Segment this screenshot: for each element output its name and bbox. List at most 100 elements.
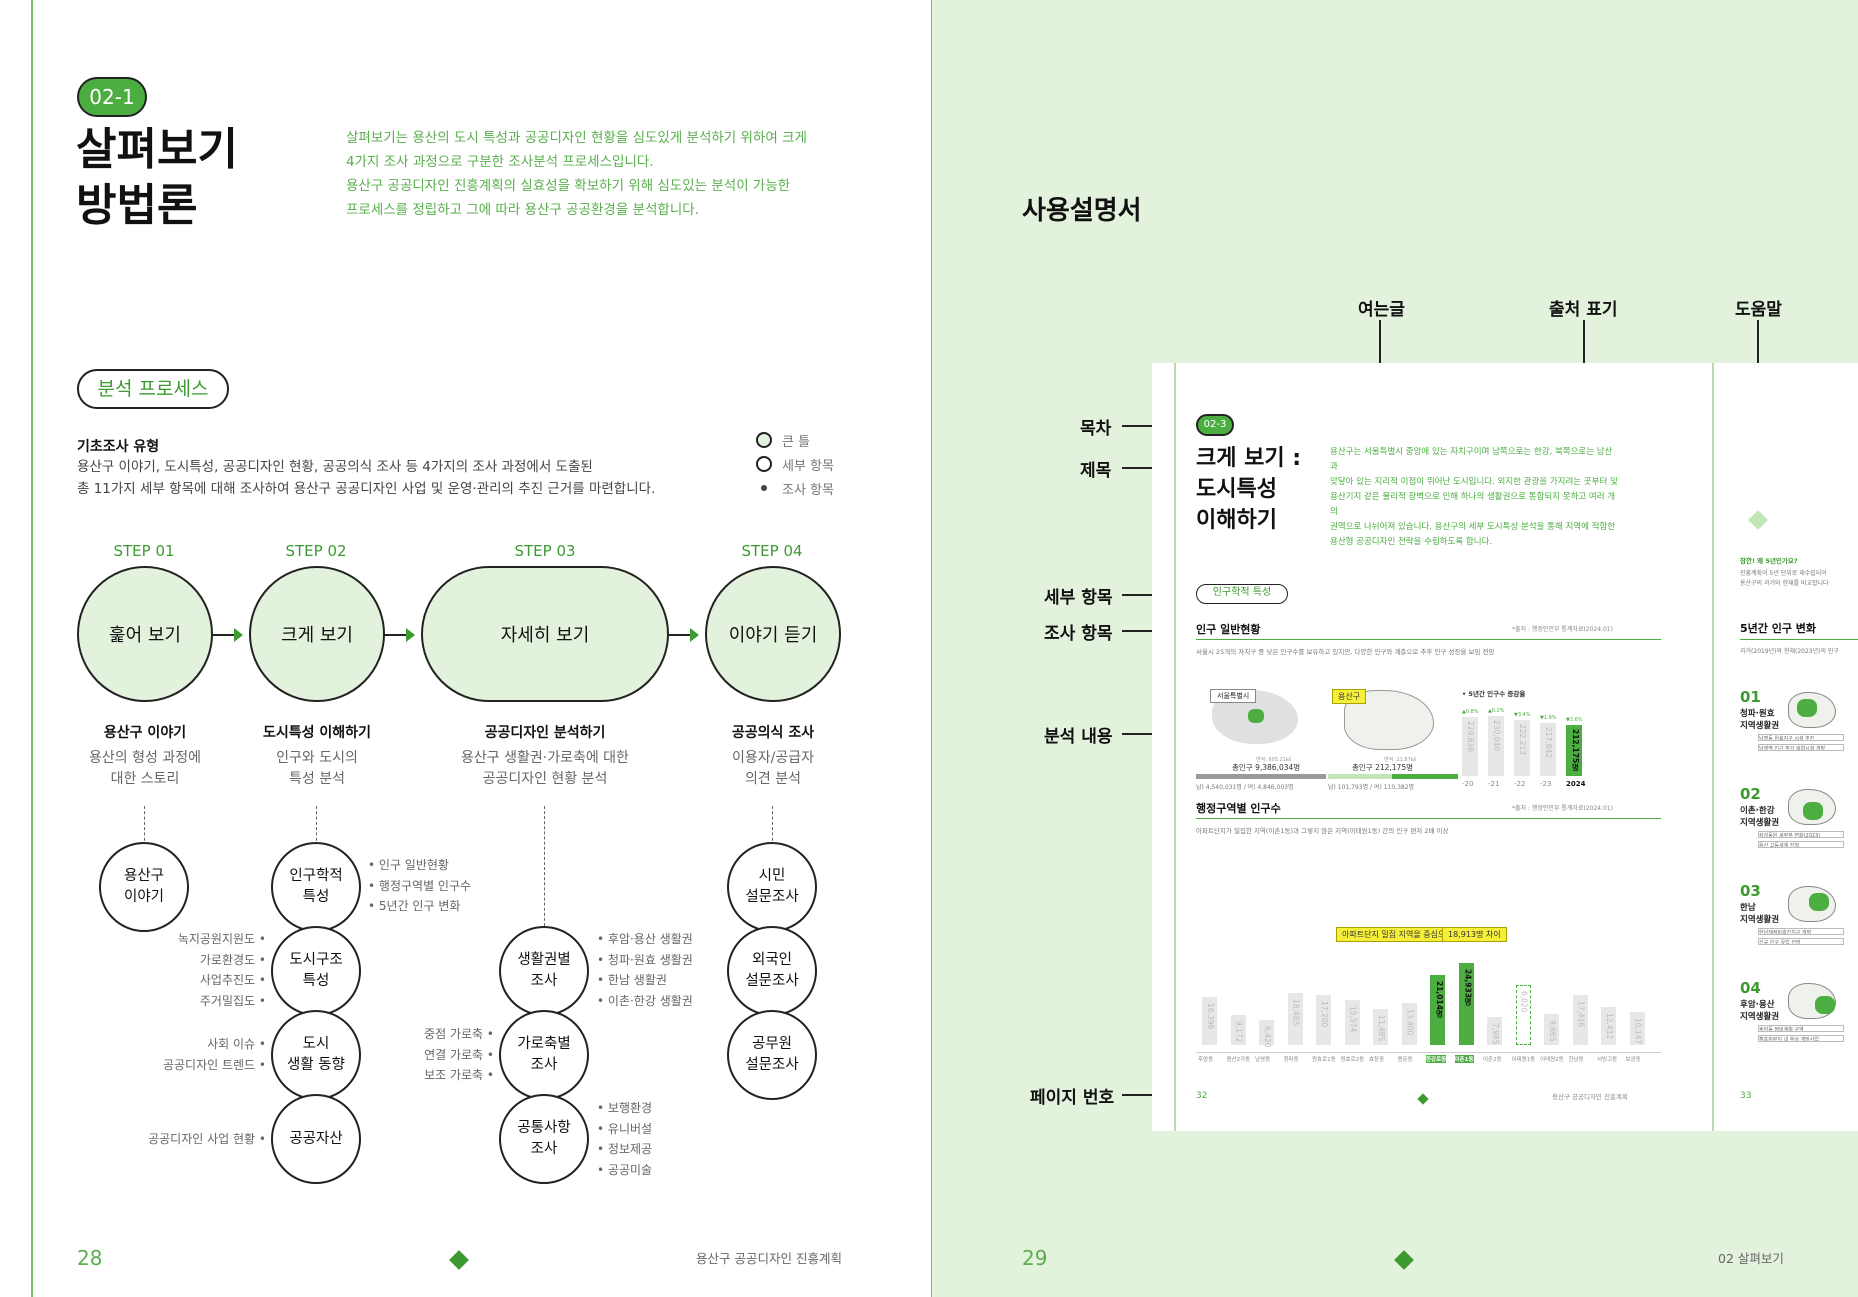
district-name: 이촌1동 — [1454, 1055, 1474, 1063]
legend: 큰 틀 세부 항목 조사 항목 — [756, 428, 834, 500]
basic-survey-title: 기초조사 유형 — [77, 439, 160, 455]
basic-survey-desc-1: 용산구 이야기, 도시특성, 공공디자인 현황, 공공의식 조사 등 4가지의 … — [77, 459, 593, 475]
label-opening: 여는글 — [1358, 300, 1405, 320]
district-bar — [1487, 1017, 1502, 1045]
next-row-note: 후암동 정비계획 구역 — [1758, 1025, 1844, 1032]
district-value: 6,020 — [1519, 991, 1529, 1013]
district-value: 7,985 — [1491, 1023, 1500, 1045]
district-bar — [1401, 1003, 1417, 1045]
trend-pct: ▲0.8% — [1462, 709, 1479, 716]
left-page: 02-1 살펴보기 방법론 살펴보기는 용산의 도시 특성과 공공디자인 현황을… — [31, 0, 842, 1297]
trend-title: • 5년간 인구수 증감율 — [1462, 690, 1526, 698]
district-bar — [1287, 993, 1303, 1045]
next-row-map — [1788, 789, 1836, 825]
label-help: 도움말 — [1735, 300, 1782, 320]
district-value: 16,396 — [1206, 1003, 1215, 1030]
dashed-connector — [144, 806, 145, 846]
label-title: 제목 — [1080, 461, 1112, 481]
help-diamond-icon — [1748, 510, 1768, 530]
district-value: 15,574 — [1348, 1006, 1358, 1033]
next-row-map-highlight — [1797, 699, 1817, 717]
district-value: 12,412 — [1605, 1013, 1614, 1040]
label-analysis: 분석 내용 — [1044, 727, 1113, 747]
district-bar — [1430, 975, 1445, 1045]
next-row-number: 04 — [1740, 979, 1761, 997]
node-public-asset: 공공자산 — [271, 1094, 361, 1184]
district-value: 11,485 — [1377, 1015, 1386, 1042]
next-row-map-highlight — [1803, 802, 1823, 820]
legend-item-icon — [761, 485, 767, 491]
card-sec1-title: 인구 일반현황 — [1196, 623, 1261, 636]
step-1-circle: 훑어 보기 — [77, 566, 213, 702]
next-row-note: 캠프킴부지 내 주상 개발사업 — [1758, 1035, 1844, 1042]
district-value: 9,172 — [1234, 1021, 1244, 1043]
next-row-map — [1788, 983, 1836, 1019]
next-row-note: 용산 고등세계 진척 — [1758, 841, 1844, 848]
trend-year: -23 — [1540, 780, 1552, 788]
page-number-right: 29 — [1022, 1246, 1048, 1270]
trend-bar — [1540, 722, 1556, 776]
step-2-summary: 도시특성 이해하기 인구와 도시의 특성 분석 — [263, 725, 371, 787]
label-page-number: 페이지 번호 — [1030, 1088, 1115, 1108]
district-value: 21,014명 — [1435, 981, 1444, 1018]
label-subitem: 세부 항목 — [1044, 588, 1113, 608]
district-value: 18,483 — [1291, 999, 1301, 1026]
legend-big-icon — [756, 432, 772, 448]
step-label-1: STEP 01 — [113, 542, 175, 560]
trend-value: 229,636 — [1466, 721, 1475, 753]
card-page-number: 32 — [1196, 1091, 1208, 1101]
trend-year: -22 — [1514, 780, 1526, 788]
district-bar — [1373, 1009, 1388, 1045]
items-urban-structure: 녹지공원지원도 • 가로환경도 • 사업추진도 • 주거밀집도 • — [177, 932, 266, 1008]
diamond-icon — [1394, 1250, 1414, 1270]
district-value: 10,147 — [1633, 1018, 1643, 1045]
next-row-note: 남영역 인근 주거 복합시설 개발 — [1758, 744, 1844, 751]
trend-year: -20 — [1462, 780, 1474, 788]
items-street-axis: 중점 가로축 • 연결 가로축 • 보조 가로축 • — [424, 1027, 494, 1082]
card-title: 크게 보기 : 도시특성 이해하기 — [1196, 446, 1302, 533]
district-bar — [1572, 995, 1588, 1045]
district-name: 후암동 — [1198, 1057, 1214, 1063]
district-name: 한강로동 — [1426, 1055, 1447, 1063]
district-value: 24,933명 — [1463, 969, 1473, 1006]
district-bar — [1316, 995, 1331, 1045]
items-living-zone: • 후암·용산 생활권 • 청파·원효 생활권 • 한남 생활권 • 이촌·한강… — [597, 932, 693, 1008]
items-public-asset: 공공디자인 사업 현황 • — [148, 1132, 266, 1146]
step-label-3: STEP 03 — [514, 542, 576, 560]
district-name: 원효로1동 — [1312, 1057, 1336, 1063]
card-sec1-source: *출처 : 행정안전부 통계자료(2024.01) — [1512, 626, 1613, 633]
district-name: 이촌2동 — [1483, 1057, 1502, 1063]
page-margin-line — [31, 0, 33, 1297]
next-row-number: 01 — [1740, 688, 1761, 706]
seoul-tag: 서울특별시 — [1210, 689, 1257, 703]
diamond-icon — [449, 1250, 469, 1270]
footer-text-right: 02 살펴보기 — [1718, 1251, 1784, 1266]
district-name: 남영동 — [1255, 1057, 1271, 1063]
label-source: 출처 표기 — [1549, 300, 1618, 320]
arrow-icon — [669, 628, 699, 642]
dashed-connector — [544, 806, 545, 926]
next-row-note: 삼성동원 세부부 변화(2023) — [1758, 831, 1844, 838]
district-value: 13,400 — [1405, 1009, 1415, 1036]
district-name: 이태원1동 — [1511, 1057, 1536, 1063]
district-value: 17,416 — [1576, 1001, 1586, 1028]
card-sec2-source: *출처 : 행정안전부 통계자료(2024.01) — [1512, 805, 1613, 812]
step-1-summary: 용산구 이야기 용산의 형성 과정에 대한 스토리 — [89, 725, 201, 787]
page-title-line2: 방법론 — [76, 180, 198, 231]
trend-bar — [1514, 720, 1530, 776]
district-value: 6,420 — [1263, 1026, 1272, 1048]
label-toc: 목차 — [1080, 419, 1112, 439]
next-row-note: 남영동 원효지구 시설 추진 — [1758, 734, 1844, 741]
next-row-map-highlight — [1809, 893, 1829, 911]
process-pill: 분석 프로세스 — [77, 369, 229, 409]
trend-pct: ▼1.9% — [1540, 714, 1557, 721]
trend-bar — [1488, 716, 1504, 776]
trend-value: 212,175명 — [1571, 729, 1580, 771]
